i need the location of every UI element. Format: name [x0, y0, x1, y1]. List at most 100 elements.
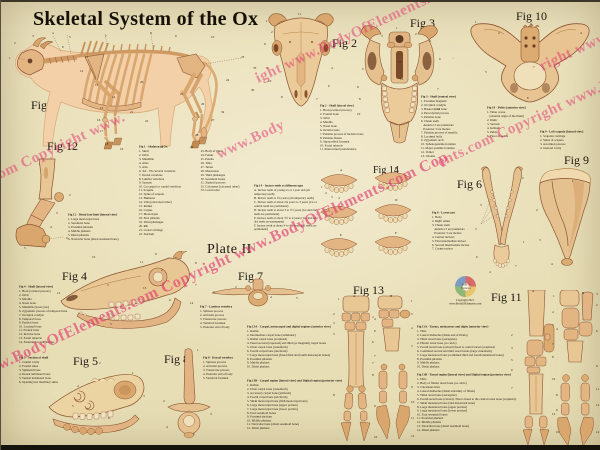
legend-item: 10. Middle phalanx: [247, 418, 272, 423]
figure-callout: 4: [429, 40, 431, 44]
legend-item: 11. Scapula: [139, 188, 154, 193]
figure-callout: 3: [143, 394, 145, 399]
legend-item: 1. Skull: [139, 149, 149, 153]
legend-item: 6. Floor of pelvis: [487, 134, 509, 138]
legend-item: 3. Tibial tarsal bone (astragalus): [417, 337, 457, 341]
legend-item: 8. Four sesamoid bones: [247, 410, 277, 415]
figure-callout: 5: [475, 227, 477, 232]
fig5-label: Fig 5: [73, 354, 99, 368]
legend-item: 1. Horn (cornual process): [320, 108, 352, 112]
figure-callout: 4: [374, 317, 377, 321]
figure-callout: 28: [195, 133, 199, 137]
figure-callout: 5: [511, 359, 513, 363]
legend-item: 7. Small metatarsal bone (2nd metatarsal…: [417, 401, 476, 405]
figure-callout: 3: [56, 211, 58, 216]
figure-callout: 5: [72, 405, 74, 409]
figure-callout: 2: [372, 316, 375, 320]
figure-callout: 29: [190, 145, 194, 150]
figure-callout: 9: [410, 386, 413, 390]
legend-item: 19. Third phalanges: [139, 220, 164, 224]
legend-item: A. Incisor teeth of young ox at 1 year o…: [254, 188, 310, 196]
legend-item: 2. Frontal sinus: [19, 364, 39, 368]
figure-callout: 10: [410, 401, 414, 405]
figure-callout: 3: [209, 412, 212, 417]
figure-callout: 4: [489, 270, 491, 274]
legend-item: 6. Large metacarpal bone (upper portion): [247, 403, 298, 407]
legend-item: 11. Intercornual protuberance: [320, 147, 357, 152]
figure-callout: 9: [556, 409, 558, 413]
fig5-legend: Fig 5 - Section of skull 1. Cranial cavi…: [19, 356, 67, 420]
figure-callout: 12: [79, 70, 83, 74]
figure-callout: 4: [580, 31, 582, 36]
legend-item: 1. Tuber coxae: [487, 110, 506, 114]
figure-callout: 8: [358, 98, 361, 102]
figure-callout: 10: [356, 113, 361, 117]
figure-callout: 11: [84, 55, 88, 59]
figure-callout: 8: [333, 394, 336, 398]
legend-item: 13. Navicular bone (distal sesamoid bone…: [417, 424, 470, 429]
legend-item: 4. Atlas: [139, 161, 149, 165]
legend-item: 1. Horn (cornual process): [19, 289, 51, 293]
figure-callout: 9: [154, 252, 157, 256]
figure-callout: 7: [316, 98, 318, 102]
figure-callout: 7: [372, 361, 375, 366]
figure-callout: 13: [397, 60, 401, 64]
legend-item: 3. Accessory carpal bone (pisiform): [247, 391, 292, 395]
fig11b-legend: Fig 11B - Tarsal region (lateral view) a…: [417, 373, 521, 450]
legend-item: 1. Large metacarpal bone: [68, 217, 100, 221]
figure-callout: C: [340, 201, 343, 205]
figure-callout: E: [340, 233, 343, 237]
figure-callout: 8: [194, 262, 197, 266]
legend-item: 8. Lumbar vertebrae: [139, 176, 165, 181]
figure-callout: 3: [530, 23, 532, 27]
figure-callout: 32: [220, 110, 224, 114]
figure-callout: 17: [99, 130, 104, 134]
legend-item: 10. Lacrimal bone: [19, 324, 42, 329]
legend-item: 3. Basioccipital bone: [421, 107, 447, 111]
figure-callout: 11: [297, 12, 302, 17]
legend-item: 3. Orbit: [320, 116, 330, 120]
skull-lateral-drawing: [60, 251, 190, 329]
figure-callout: 6: [328, 84, 331, 89]
copyright-year: Copyright 2021: [455, 299, 475, 303]
figure-callout: 4: [552, 310, 554, 315]
legend-item: 7. Large metacarpal bone (fused third an…: [247, 353, 331, 357]
figure-callout: 6: [356, 85, 359, 90]
figure-callout: 1: [181, 251, 183, 255]
figure-callout: 23: [240, 55, 245, 59]
figure-callout: 27: [210, 119, 214, 123]
legend-item: 14. Distal phalanx: [417, 428, 440, 433]
figure-callout: 1: [395, 26, 398, 30]
figure-callout: A: [353, 295, 356, 299]
fig8-label: Fig 8: [164, 352, 190, 366]
legend-item: 7. Palatine process of incisive bone: [320, 132, 364, 136]
figure-callout: 8: [150, 32, 152, 36]
legend-item: 3. Sphenoid bone: [19, 368, 41, 372]
figure-callout: 4: [76, 384, 79, 388]
legend-item: 2. Sesamoid bone: [68, 221, 90, 225]
figure-callout: 9: [374, 404, 377, 408]
legend-item: Posterior 3 are molars: [432, 231, 462, 235]
figure-callout: 5: [552, 323, 554, 327]
legend-item: 3. Radial carpal bone (scaphoid): [247, 337, 287, 341]
legend-item: 4. Vertebral foramen: [200, 321, 226, 325]
figure-callout: 1: [38, 162, 41, 167]
legend-item: 3. Cheek teeth: [432, 223, 450, 227]
legend-item: 13. Choana: [421, 154, 436, 159]
legend-item: 2. Body of fibular tarsal bone (os calci…: [417, 381, 467, 385]
figure-callout: 6: [511, 368, 513, 372]
legend-item: 22. Sternum: [139, 232, 155, 236]
legend-item: 3. Maxilla: [19, 297, 32, 301]
legend-item: 11. Frontal bone: [19, 328, 40, 333]
figure-callout: 6: [596, 330, 598, 334]
lower-jaw-drawing: [480, 166, 523, 268]
legend-item: 9. Middle phalanx: [417, 360, 440, 365]
figure-callout: 9: [175, 34, 177, 39]
figure-callout: 4: [556, 327, 558, 331]
figure-callout: 14: [190, 301, 194, 306]
legend-item: 6. Combined second and third tarsal bone…: [417, 349, 492, 353]
